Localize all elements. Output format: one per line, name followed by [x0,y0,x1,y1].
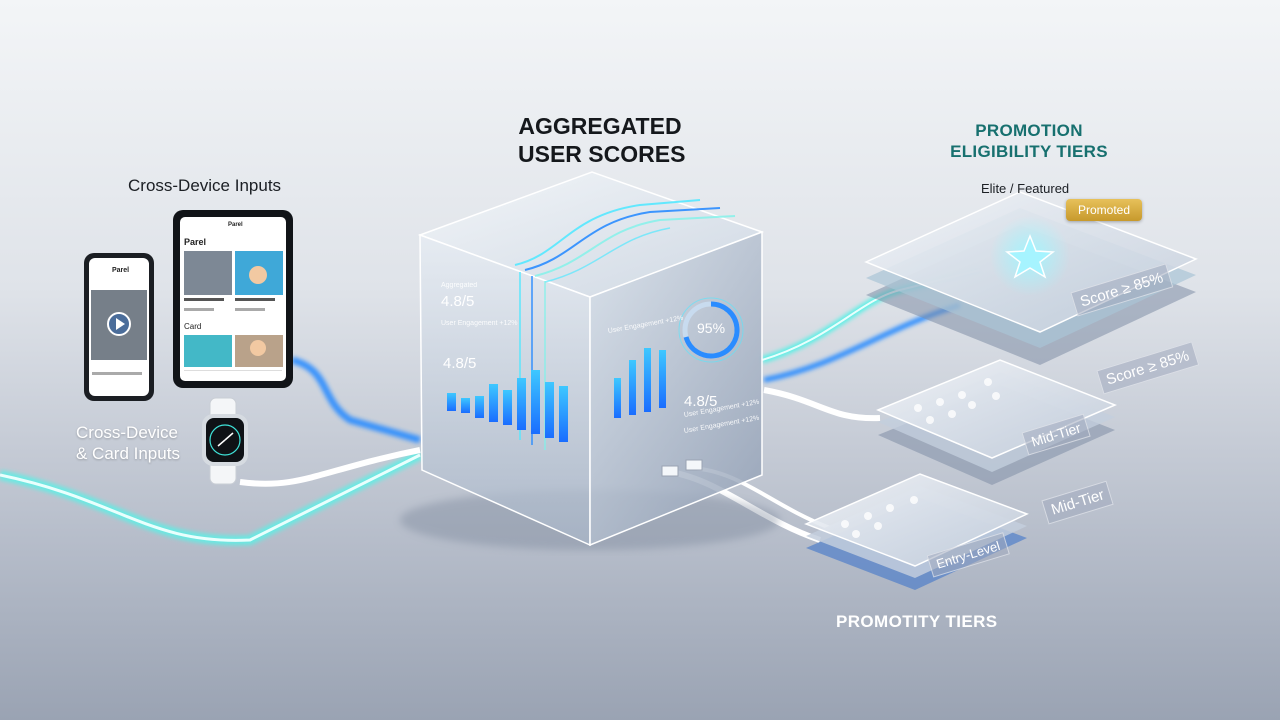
connector-plug-1 [661,465,679,477]
promoted-badge: Promoted [1066,199,1142,221]
watch-device [202,397,248,485]
tablet-app-title: Parel [184,237,207,247]
tablet-thumb-3 [184,335,232,367]
cube-left-engagement: User Engagement +12% [441,320,518,327]
tablet-app-title-small: Parel [228,222,243,228]
right-face-bars [614,348,666,418]
aggregated-user-scores-heading: AGGREGATED USER SCORES [518,112,686,168]
flow-lines [0,266,981,546]
bar-4 [489,384,498,422]
flow-line-blue-tablet [290,356,421,444]
cube-right-face [589,230,763,547]
left-face-bars [447,370,568,442]
cross-device-card-line-1: Cross-Device [76,423,179,442]
cube-left-score: 4.8/5 [441,293,475,310]
bar-9 [559,386,568,442]
rbar-1 [614,378,621,418]
star-icon [1004,233,1056,279]
bar-8 [545,382,554,438]
people-icons-entry [841,496,918,538]
bar-7 [531,370,540,434]
bar-6 [517,378,526,430]
rbar-2 [629,360,636,415]
promotion-eligibility-heading: PROMOTION ELIGIBILITY TIERS [944,120,1114,162]
connector-plug-2 [685,459,703,471]
tier-stack-entry [804,473,1029,590]
flow-line-white-watch [239,447,421,487]
bar-5 [503,390,512,425]
tablet-device [173,210,293,388]
cube-ring-value: 95% [697,320,726,336]
tier-stack-mid [876,359,1117,485]
rbar-3 [644,348,651,412]
score-ring-fill [683,301,740,359]
cube-right-score: 4.8/5 [684,393,718,410]
phone-device [84,253,154,401]
rbar-4 [659,350,666,408]
bar-3 [475,396,484,418]
entry-plate [804,473,1029,567]
mid-plate [876,359,1117,459]
promotity-tiers-label: PROMOTITY TIERS [836,612,998,631]
heading-line-1: AGGREGATED [518,113,682,139]
cross-device-inputs-label: Cross-Device Inputs [128,176,282,195]
tablet-thumb-1 [184,251,232,295]
tier-heading-line-2: ELIGIBILITY TIERS [950,142,1108,161]
phone-app-title: Parel [112,267,130,274]
cross-device-card-inputs-label: Cross-Device & Card Inputs [76,422,180,464]
bar-1 [447,393,456,411]
flow-line-white-mid-tier [763,387,881,422]
tier-heading-line-1: PROMOTION [975,121,1083,140]
tablet-section-title: Card [184,322,202,331]
heading-line-2: USER SCORES [518,141,686,167]
cross-device-card-line-2: & Card Inputs [76,444,180,463]
elite-featured-label: Elite / Featured [981,181,1070,196]
cube-left-score-2: 4.8/5 [443,355,477,372]
cube-left-small-title: Aggregated [441,282,478,289]
aggregation-cube [400,171,780,550]
people-icons-mid [914,378,1000,424]
bar-2 [461,398,470,413]
